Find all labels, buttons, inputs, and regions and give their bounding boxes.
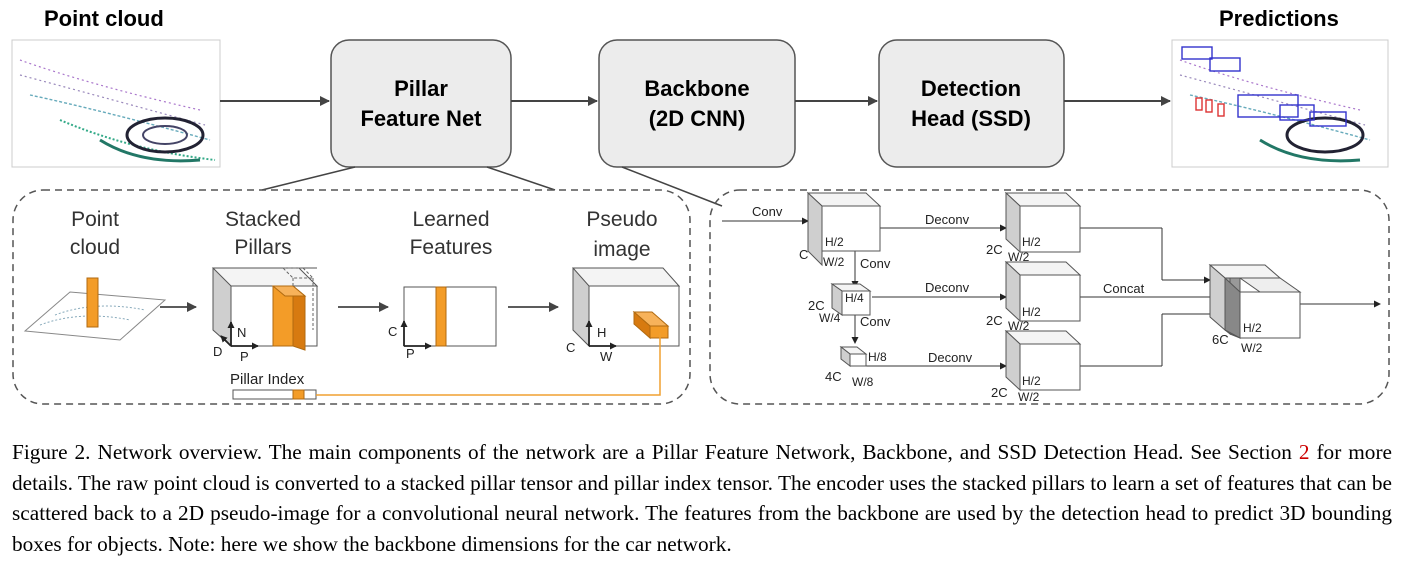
- block3-h: H/8: [868, 350, 887, 364]
- detection-head-line2: Head (SSD): [911, 106, 1031, 131]
- backbone-block-3: [839, 345, 868, 368]
- learned-features-axes: [400, 320, 432, 350]
- block3-w: W/8: [852, 375, 874, 389]
- concat-c: 6C: [1212, 332, 1229, 347]
- point-cloud-thumbnail: [11, 39, 221, 168]
- concat-w: W/2: [1241, 341, 1263, 355]
- detection-head-box: Detection Head (SSD): [878, 39, 1065, 168]
- conv-label-2: Conv: [860, 314, 891, 329]
- pseudo-image-label-2: image: [593, 238, 650, 261]
- learned-features-tensor: [403, 286, 497, 347]
- concat-tensor: [1208, 263, 1302, 339]
- axis-c-features: C: [388, 324, 397, 339]
- deconv3-h: H/2: [1022, 374, 1041, 388]
- deconv-label-1: Deconv: [925, 212, 970, 227]
- axis-h: H: [597, 325, 606, 340]
- predictions-thumbnail: [1171, 39, 1389, 168]
- detection-head-line1: Detection: [921, 76, 1021, 101]
- backbone-line1: Backbone: [644, 76, 749, 101]
- stacked-pillars-axes: [220, 321, 259, 350]
- axis-p-stacked: P: [240, 349, 249, 364]
- pfn-point-cloud-label-2: cloud: [70, 236, 120, 259]
- backbone-block-1: [806, 191, 882, 267]
- axis-p-features: P: [406, 346, 415, 361]
- pfn-point-cloud-label-1: Point: [71, 208, 119, 231]
- section-reference-link[interactable]: 2: [1298, 440, 1310, 464]
- block1-h: H/2: [825, 235, 844, 249]
- deconv3-w: W/2: [1018, 390, 1040, 404]
- deconv-block-3: [1004, 329, 1082, 392]
- deconv1-w: W/2: [1008, 250, 1030, 264]
- axis-c-pseudo: C: [566, 340, 575, 355]
- block3-c: 4C: [825, 369, 842, 384]
- backbone-connections: [722, 217, 1381, 370]
- pillar-feature-net-line2: Feature Net: [360, 106, 482, 131]
- deconv3-c: 2C: [991, 385, 1008, 400]
- pillar-index-bar: [232, 389, 317, 400]
- pseudo-image-tensor: [571, 267, 681, 348]
- caption-part-2: for more details. The raw point cloud is…: [12, 440, 1392, 556]
- block2-w: W/4: [819, 311, 841, 325]
- figure-caption: Figure 2. Network overview. The main com…: [12, 437, 1392, 559]
- zoom-connectors: [261, 166, 723, 207]
- deconv-label-3: Deconv: [928, 350, 973, 365]
- point-cloud-title: Point cloud: [44, 6, 164, 31]
- deconv2-w: W/2: [1008, 319, 1030, 333]
- concat-label: Concat: [1103, 281, 1145, 296]
- learned-features-label-2: Features: [410, 236, 493, 259]
- predictions-title: Predictions: [1219, 6, 1339, 31]
- point-cloud-plane: [23, 277, 167, 341]
- deconv1-h: H/2: [1022, 235, 1041, 249]
- conv-label-1: Conv: [860, 256, 891, 271]
- pillar-column: [86, 277, 99, 328]
- block2-c: 2C: [808, 298, 825, 313]
- deconv-label-2: Deconv: [925, 280, 970, 295]
- network-overview-diagram: Point cloud Predictions Pillar Feature N…: [11, 6, 1390, 405]
- block2-h: H/4: [845, 291, 864, 305]
- pseudo-image-label-1: Pseudo: [586, 208, 657, 231]
- concat-h: H/2: [1243, 321, 1262, 335]
- block1-w: W/2: [823, 255, 845, 269]
- pillar-feature-net-line1: Pillar: [394, 76, 448, 101]
- backbone-line2: (2D CNN): [649, 106, 746, 131]
- stacked-pillars-label-2: Pillars: [234, 236, 291, 259]
- axis-d: D: [213, 344, 222, 359]
- backbone-detail-panel: [709, 189, 1390, 405]
- scatter-connector: [316, 333, 661, 396]
- deconv-block-1: [1004, 191, 1082, 254]
- deconv2-c: 2C: [986, 313, 1003, 328]
- backbone-block-2: [830, 283, 872, 316]
- pillar-index-label: Pillar Index: [230, 371, 305, 388]
- deconv-block-2: [1004, 260, 1082, 323]
- learned-features-label-1: Learned: [412, 208, 489, 231]
- backbone-box: Backbone (2D CNN): [598, 39, 796, 168]
- deconv2-h: H/2: [1022, 305, 1041, 319]
- pillar-feature-net-box: Pillar Feature Net: [330, 39, 512, 168]
- axis-n: N: [237, 325, 246, 340]
- deconv1-c: 2C: [986, 242, 1003, 257]
- caption-part-1: Figure 2. Network overview. The main com…: [12, 440, 1299, 464]
- stacked-pillars-tensor: [211, 267, 319, 351]
- axis-w: W: [600, 349, 613, 364]
- block1-c: C: [799, 247, 808, 262]
- stacked-pillars-label-1: Stacked: [225, 208, 301, 231]
- pseudo-image-axes: [585, 320, 617, 350]
- conv-input-label: Conv: [752, 204, 783, 219]
